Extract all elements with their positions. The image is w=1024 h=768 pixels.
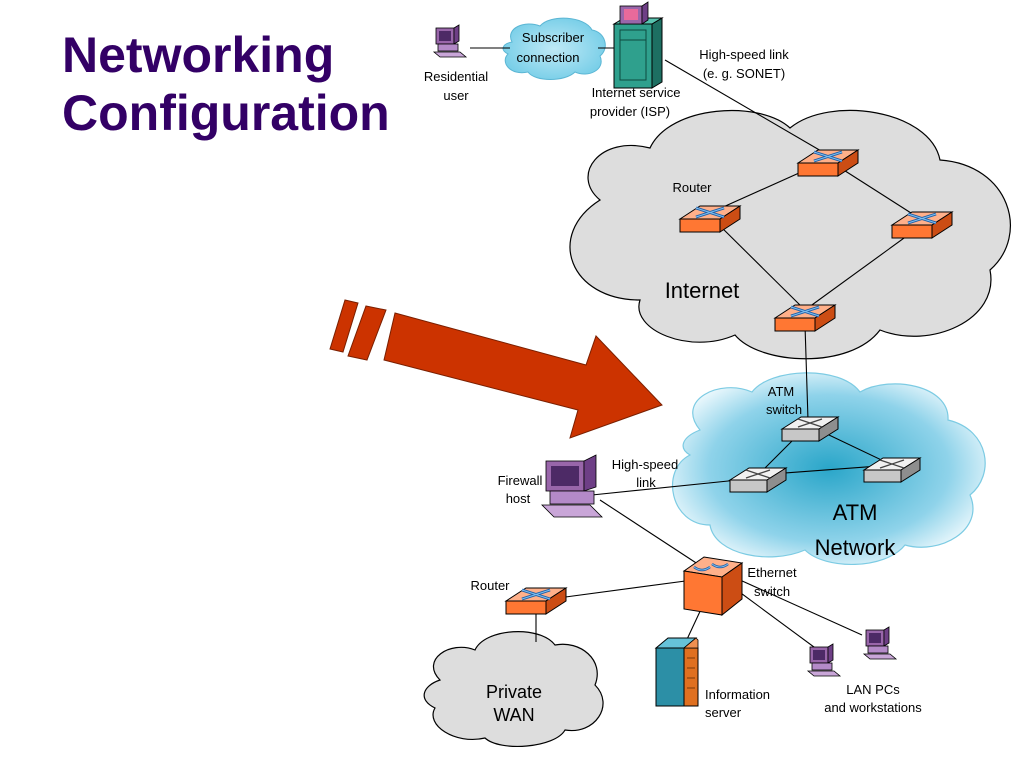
link-ethernet-pc2 xyxy=(739,579,863,636)
isp-server-icon xyxy=(612,1,664,89)
ethernet-label-2: switch xyxy=(754,584,790,599)
link-router-right-bottom xyxy=(804,224,923,311)
information-server-icon xyxy=(654,637,699,707)
link-firewall-ethernet xyxy=(599,499,711,573)
subscriber-label-2: connection xyxy=(517,50,580,65)
lan-pc-icon-2 xyxy=(863,626,897,660)
private-wan-label-1: Private xyxy=(486,682,542,702)
hs-link-label-1: High-speed link xyxy=(699,47,789,62)
private-wan-label-2: WAN xyxy=(493,705,534,725)
firewall-label-2: host xyxy=(506,491,531,506)
title-line-1: Networking xyxy=(62,27,335,83)
atm-network-label-2: Network xyxy=(815,535,897,560)
firewall-host-icon xyxy=(541,454,603,518)
lan-pcs-label-2: and workstations xyxy=(824,700,922,715)
subscriber-cloud xyxy=(502,17,606,80)
hs-link-label-2: (e. g. SONET) xyxy=(703,66,785,81)
hs-link-b-label-2: link xyxy=(636,475,656,490)
atm-network-label-1: ATM xyxy=(833,500,878,525)
atm-switch-label-2: switch xyxy=(766,402,802,417)
router-label-internet: Router xyxy=(672,180,712,195)
title-line-2: Configuration xyxy=(62,85,390,141)
lan-pcs-label-1: LAN PCs xyxy=(846,682,900,697)
router-icon-wan xyxy=(504,586,568,616)
atm-switch-label-1: ATM xyxy=(768,384,794,399)
ethernet-switch-icon xyxy=(682,556,744,617)
slide-title: Networking Configuration xyxy=(62,26,390,142)
ethernet-label-1: Ethernet xyxy=(747,565,797,580)
hs-link-b-label-1: High-speed xyxy=(612,457,679,472)
firewall-label-1: Firewall xyxy=(498,473,543,488)
link-isp-internet xyxy=(664,59,829,156)
link-ethernet-router xyxy=(557,577,709,599)
residential-label-2: user xyxy=(443,88,469,103)
private-wan-cloud xyxy=(423,631,604,748)
info-server-label-2: server xyxy=(705,705,742,720)
link-router-left-bottom xyxy=(711,217,806,311)
link-internet-atm xyxy=(804,324,809,421)
red-arrow-icon xyxy=(329,299,663,439)
isp-label-2: provider (ISP) xyxy=(590,104,670,119)
internet-label: Internet xyxy=(665,278,740,303)
info-server-label-1: Information xyxy=(705,687,770,702)
atm-cloud xyxy=(672,372,986,566)
subscriber-label-1: Subscriber xyxy=(522,30,585,45)
internet-cloud xyxy=(569,109,1011,360)
link-ethernet-pc1 xyxy=(729,584,819,651)
lan-pc-icon-1 xyxy=(807,643,841,677)
isp-label-1: Internet service xyxy=(592,85,681,100)
link-firewall-atm xyxy=(591,479,739,496)
residential-label-1: Residential xyxy=(424,69,488,84)
residential-pc-icon xyxy=(433,24,467,58)
router-label-wan: Router xyxy=(470,578,510,593)
